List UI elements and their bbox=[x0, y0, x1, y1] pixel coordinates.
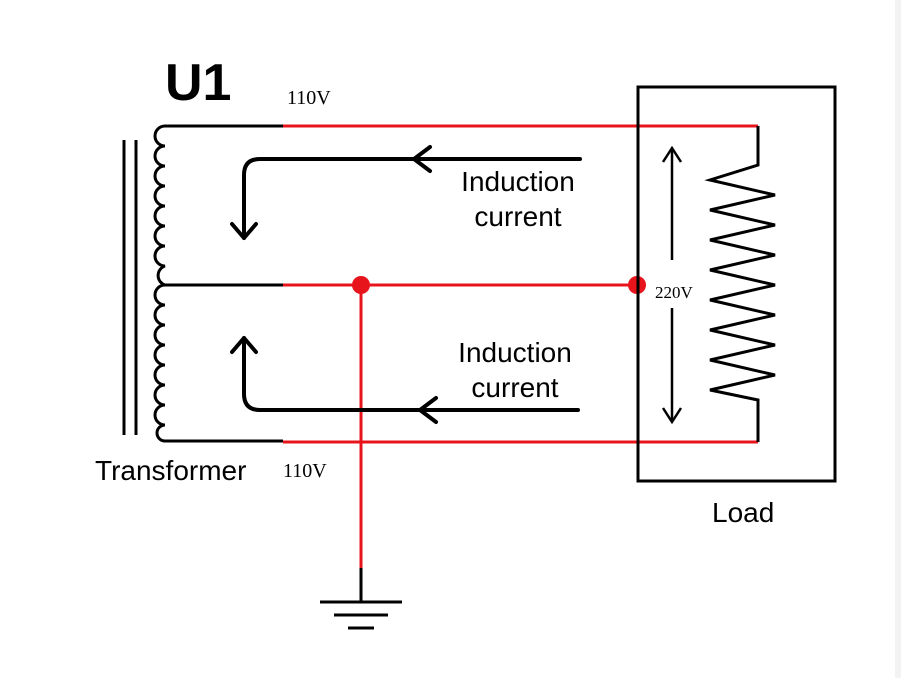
upper-current-label-line1: Induction bbox=[461, 166, 575, 197]
voltage-arrow-icon bbox=[661, 145, 683, 425]
lower-current-arrow-icon bbox=[230, 336, 580, 424]
live-wires bbox=[283, 124, 758, 568]
upper-current-label-line2: current bbox=[474, 201, 561, 232]
top-voltage-label: 110V bbox=[287, 87, 331, 109]
component-id-label: U1 bbox=[165, 54, 231, 112]
upper-current-arrow-icon bbox=[230, 145, 582, 240]
resistor-icon bbox=[704, 126, 776, 442]
transformer-label: Transformer bbox=[95, 455, 246, 486]
junction-node-left bbox=[352, 276, 370, 294]
ground-icon bbox=[320, 568, 402, 630]
lower-current-label-line2: current bbox=[471, 372, 558, 403]
load-box bbox=[636, 85, 837, 483]
right-edge-strip bbox=[895, 0, 901, 678]
transformer-winding bbox=[153, 124, 172, 443]
load-voltage-label: 220V bbox=[655, 283, 694, 302]
lower-current-label-line1: Induction bbox=[458, 337, 572, 368]
bottom-voltage-label: 110V bbox=[283, 460, 327, 482]
transformer-core bbox=[122, 140, 138, 435]
transformer-leads bbox=[165, 124, 283, 443]
load-label: Load bbox=[712, 497, 774, 528]
